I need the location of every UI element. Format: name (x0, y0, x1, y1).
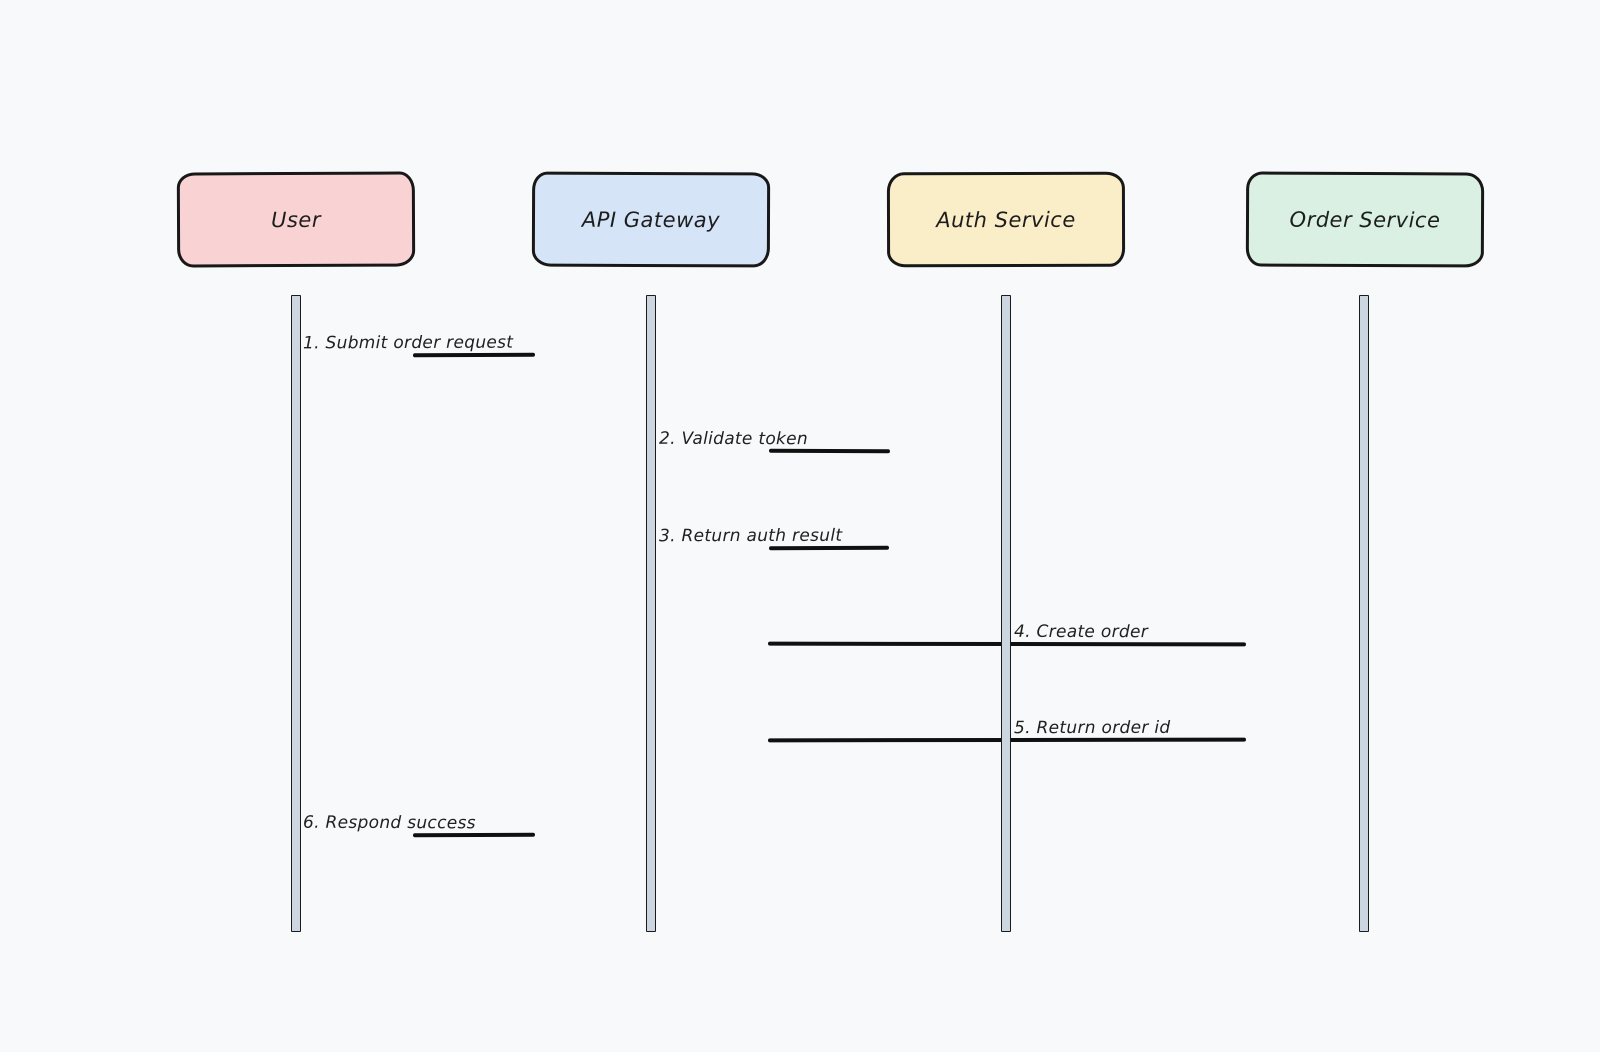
actor-box-auth-service: Auth Service (886, 171, 1126, 268)
actor-label-auth-service: Auth Service (936, 207, 1076, 232)
actor-box-user: User (176, 171, 416, 268)
lifeline-auth-service (1001, 295, 1011, 932)
message-1-label: 1. Submit order request (302, 332, 514, 354)
lifeline-user (291, 295, 301, 932)
actor-label-user: User (271, 207, 321, 232)
lifeline-api-gateway (646, 295, 656, 932)
message-3-label: 3. Return auth result (658, 525, 843, 547)
message-6-label: 6. Respond success (302, 812, 476, 834)
message-5-label: 5. Return order id (1013, 717, 1171, 739)
message-2-label: 2. Validate token (658, 428, 809, 450)
actor-box-api-gateway: API Gateway (531, 171, 771, 268)
actor-box-order-service: Order Service (1245, 171, 1485, 268)
message-4-label: 4. Create order (1013, 621, 1149, 643)
actor-label-api-gateway: API Gateway (581, 207, 721, 232)
actor-label-order-service: Order Service (1289, 207, 1441, 232)
lifeline-order-service (1359, 295, 1369, 932)
